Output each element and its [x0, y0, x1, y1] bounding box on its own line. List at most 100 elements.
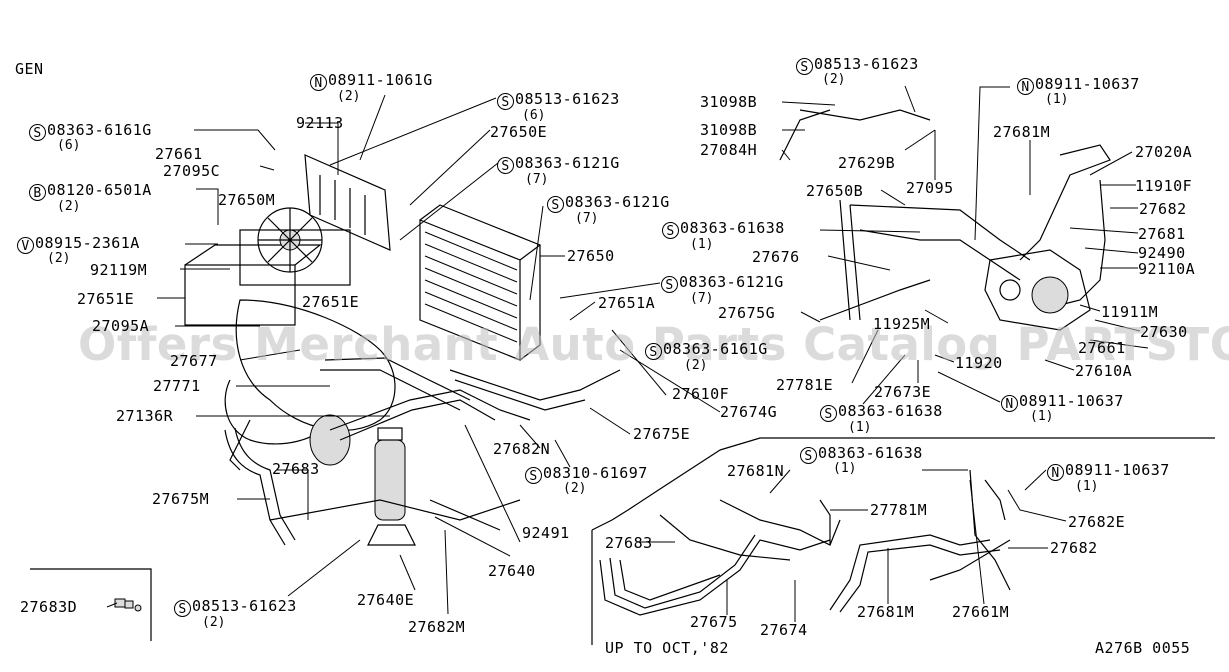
part-label: 27681M: [857, 604, 914, 620]
prefix-circle: S: [661, 276, 678, 293]
part-code: 27682N: [493, 440, 551, 458]
part-code: 27661: [155, 145, 203, 163]
part-label: 27681M: [993, 124, 1050, 140]
part-label: 92110A: [1138, 261, 1195, 277]
part-qty: (7): [575, 211, 599, 226]
part-code: 27610A: [1075, 362, 1133, 380]
part-qty: (2): [822, 72, 846, 87]
condenser-bracket-drawing: [304, 154, 391, 251]
prefix-circle: S: [547, 196, 564, 213]
part-label: 27682: [1050, 540, 1098, 556]
prefix-circle: S: [174, 600, 191, 617]
part-label: 11920: [955, 355, 1003, 371]
part-code: 27650E: [490, 123, 548, 141]
part-label: 27681N: [727, 463, 784, 479]
part-label: 27683: [272, 461, 320, 477]
part-label: 27650: [567, 248, 615, 264]
inset-frame: [30, 568, 152, 641]
part-code: 31098B: [700, 93, 758, 111]
part-label: 92119M: [90, 262, 147, 278]
part-label: 31098B: [700, 122, 757, 138]
part-code: 27650B: [806, 182, 864, 200]
part-label: 27640E: [357, 592, 414, 608]
part-code: 27020A: [1135, 143, 1193, 161]
part-label: 27610A: [1075, 363, 1132, 379]
part-code: 08363-61638: [838, 402, 943, 420]
part-label: 27610F: [672, 386, 729, 402]
part-label: 27651E: [302, 294, 359, 310]
part-code: 27781E: [776, 376, 834, 394]
part-label: 27136R: [116, 408, 173, 424]
part-label: 27084H: [700, 142, 757, 158]
part-label: 27682N: [493, 441, 550, 457]
part-code: 27661M: [952, 603, 1010, 621]
part-code: 27781M: [870, 501, 928, 519]
fan-motor-drawing: [184, 207, 351, 326]
part-qty: (7): [690, 291, 714, 306]
part-code: 08363-61638: [818, 444, 923, 462]
prefix-circle: N: [1017, 78, 1034, 95]
part-code: 27682: [1139, 200, 1187, 218]
part-label: 27651A: [598, 295, 655, 311]
part-label: 92491: [522, 525, 570, 541]
part-qty: (1): [690, 237, 714, 252]
part-code: 27095C: [163, 162, 221, 180]
part-label: 27682: [1139, 201, 1187, 217]
part-code: 08915-2361A: [35, 234, 140, 252]
prefix-circle: S: [29, 124, 46, 141]
part-code: 27095: [906, 179, 954, 197]
prefix-circle: S: [497, 157, 514, 174]
inset-part-drawing: [114, 598, 142, 612]
part-label: 27650B: [806, 183, 863, 199]
part-qty: (1): [1030, 409, 1054, 424]
part-code: 27676: [752, 248, 800, 266]
part-code: 27640: [488, 562, 536, 580]
part-code: 27674: [760, 621, 808, 639]
part-code: 08363-6121G: [515, 154, 620, 172]
part-code: 27675M: [152, 490, 210, 508]
part-label: 27651E: [77, 291, 134, 307]
condenser-core-drawing: [419, 204, 542, 361]
part-code: 27651E: [302, 293, 360, 311]
part-label: 27095: [906, 180, 954, 196]
part-label: 11911M: [1101, 304, 1158, 320]
part-code: 08513-61623: [515, 90, 620, 108]
part-code: 27661: [1078, 339, 1126, 357]
prefix-circle: N: [1047, 464, 1064, 481]
part-label: 27681: [1138, 226, 1186, 242]
part-code: 27651A: [598, 294, 656, 312]
prefix-circle: S: [820, 405, 837, 422]
part-label: 27661: [155, 146, 203, 162]
part-code: 27683: [605, 534, 653, 552]
part-code: 08363-6121G: [565, 193, 670, 211]
part-qty: (1): [1045, 92, 1069, 107]
part-code: 08363-61638: [680, 219, 785, 237]
pipes-lower-right: [599, 469, 1011, 616]
part-code: 27682E: [1068, 513, 1126, 531]
part-code: 27650M: [218, 191, 276, 209]
prefix-circle: S: [525, 467, 542, 484]
part-qty: (2): [563, 481, 587, 496]
part-label: 27675M: [152, 491, 209, 507]
part-code: 27673E: [874, 383, 932, 401]
part-label: 27682M: [408, 619, 465, 635]
prefix-circle: N: [310, 74, 327, 91]
part-code: 08363-6161G: [663, 340, 768, 358]
part-label: 27650M: [218, 192, 275, 208]
section-code: GEN: [15, 60, 44, 78]
part-code: 27650: [567, 247, 615, 265]
part-qty: (1): [833, 461, 857, 476]
part-code: 27651E: [77, 290, 135, 308]
